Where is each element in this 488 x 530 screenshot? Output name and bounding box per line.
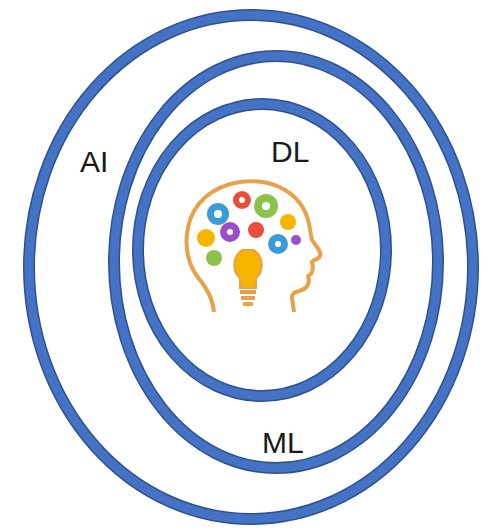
ellipse-outline [132,98,392,402]
ml-ring: ML DL [108,50,444,474]
dl-ring: DL [132,98,392,402]
ring-label: ML [262,426,304,461]
ring-label: DL [271,135,309,170]
ellipse-outline [108,50,444,474]
ai-ring: AI ML DL [23,9,479,525]
ring-label: AI [80,145,108,180]
light-bulb [234,250,262,306]
ellipse-outline [23,9,479,525]
head-profile [187,181,321,312]
